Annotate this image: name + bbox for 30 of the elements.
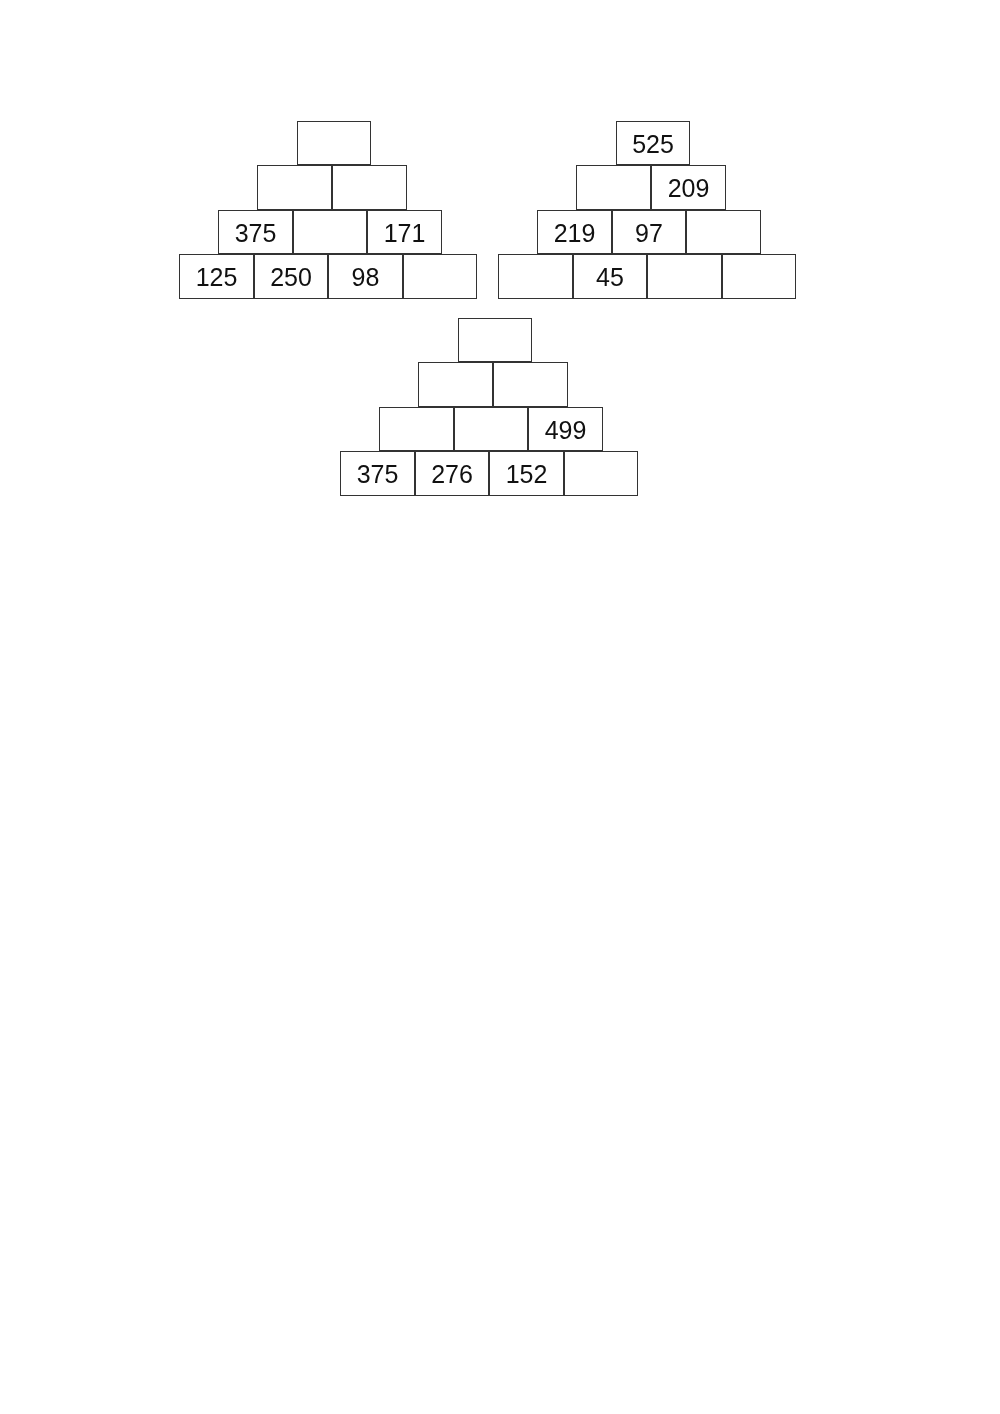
number-brick: 499	[528, 407, 603, 451]
answer-box	[297, 121, 371, 165]
number-brick: 98	[328, 254, 403, 299]
number-brick: 250	[254, 254, 328, 299]
answer-box	[454, 407, 528, 451]
number-brick: 97	[612, 210, 686, 254]
answer-box	[257, 165, 332, 210]
answer-box	[379, 407, 454, 451]
number-brick: 525	[616, 121, 690, 165]
number-brick: 375	[218, 210, 293, 254]
number-brick: 375	[340, 451, 415, 496]
answer-box	[493, 362, 568, 407]
answer-box	[576, 165, 651, 210]
number-brick: 219	[537, 210, 612, 254]
answer-box	[686, 210, 761, 254]
number-brick: 152	[489, 451, 564, 496]
answer-box	[564, 451, 638, 496]
answer-box	[647, 254, 722, 299]
answer-box	[332, 165, 407, 210]
answer-box	[418, 362, 493, 407]
number-brick: 171	[367, 210, 442, 254]
number-brick: 276	[415, 451, 489, 496]
answer-box	[293, 210, 367, 254]
answer-box	[403, 254, 477, 299]
answer-box	[498, 254, 573, 299]
answer-box	[458, 318, 532, 362]
number-brick: 45	[573, 254, 647, 299]
answer-box	[722, 254, 796, 299]
number-brick: 125	[179, 254, 254, 299]
number-brick: 209	[651, 165, 726, 210]
